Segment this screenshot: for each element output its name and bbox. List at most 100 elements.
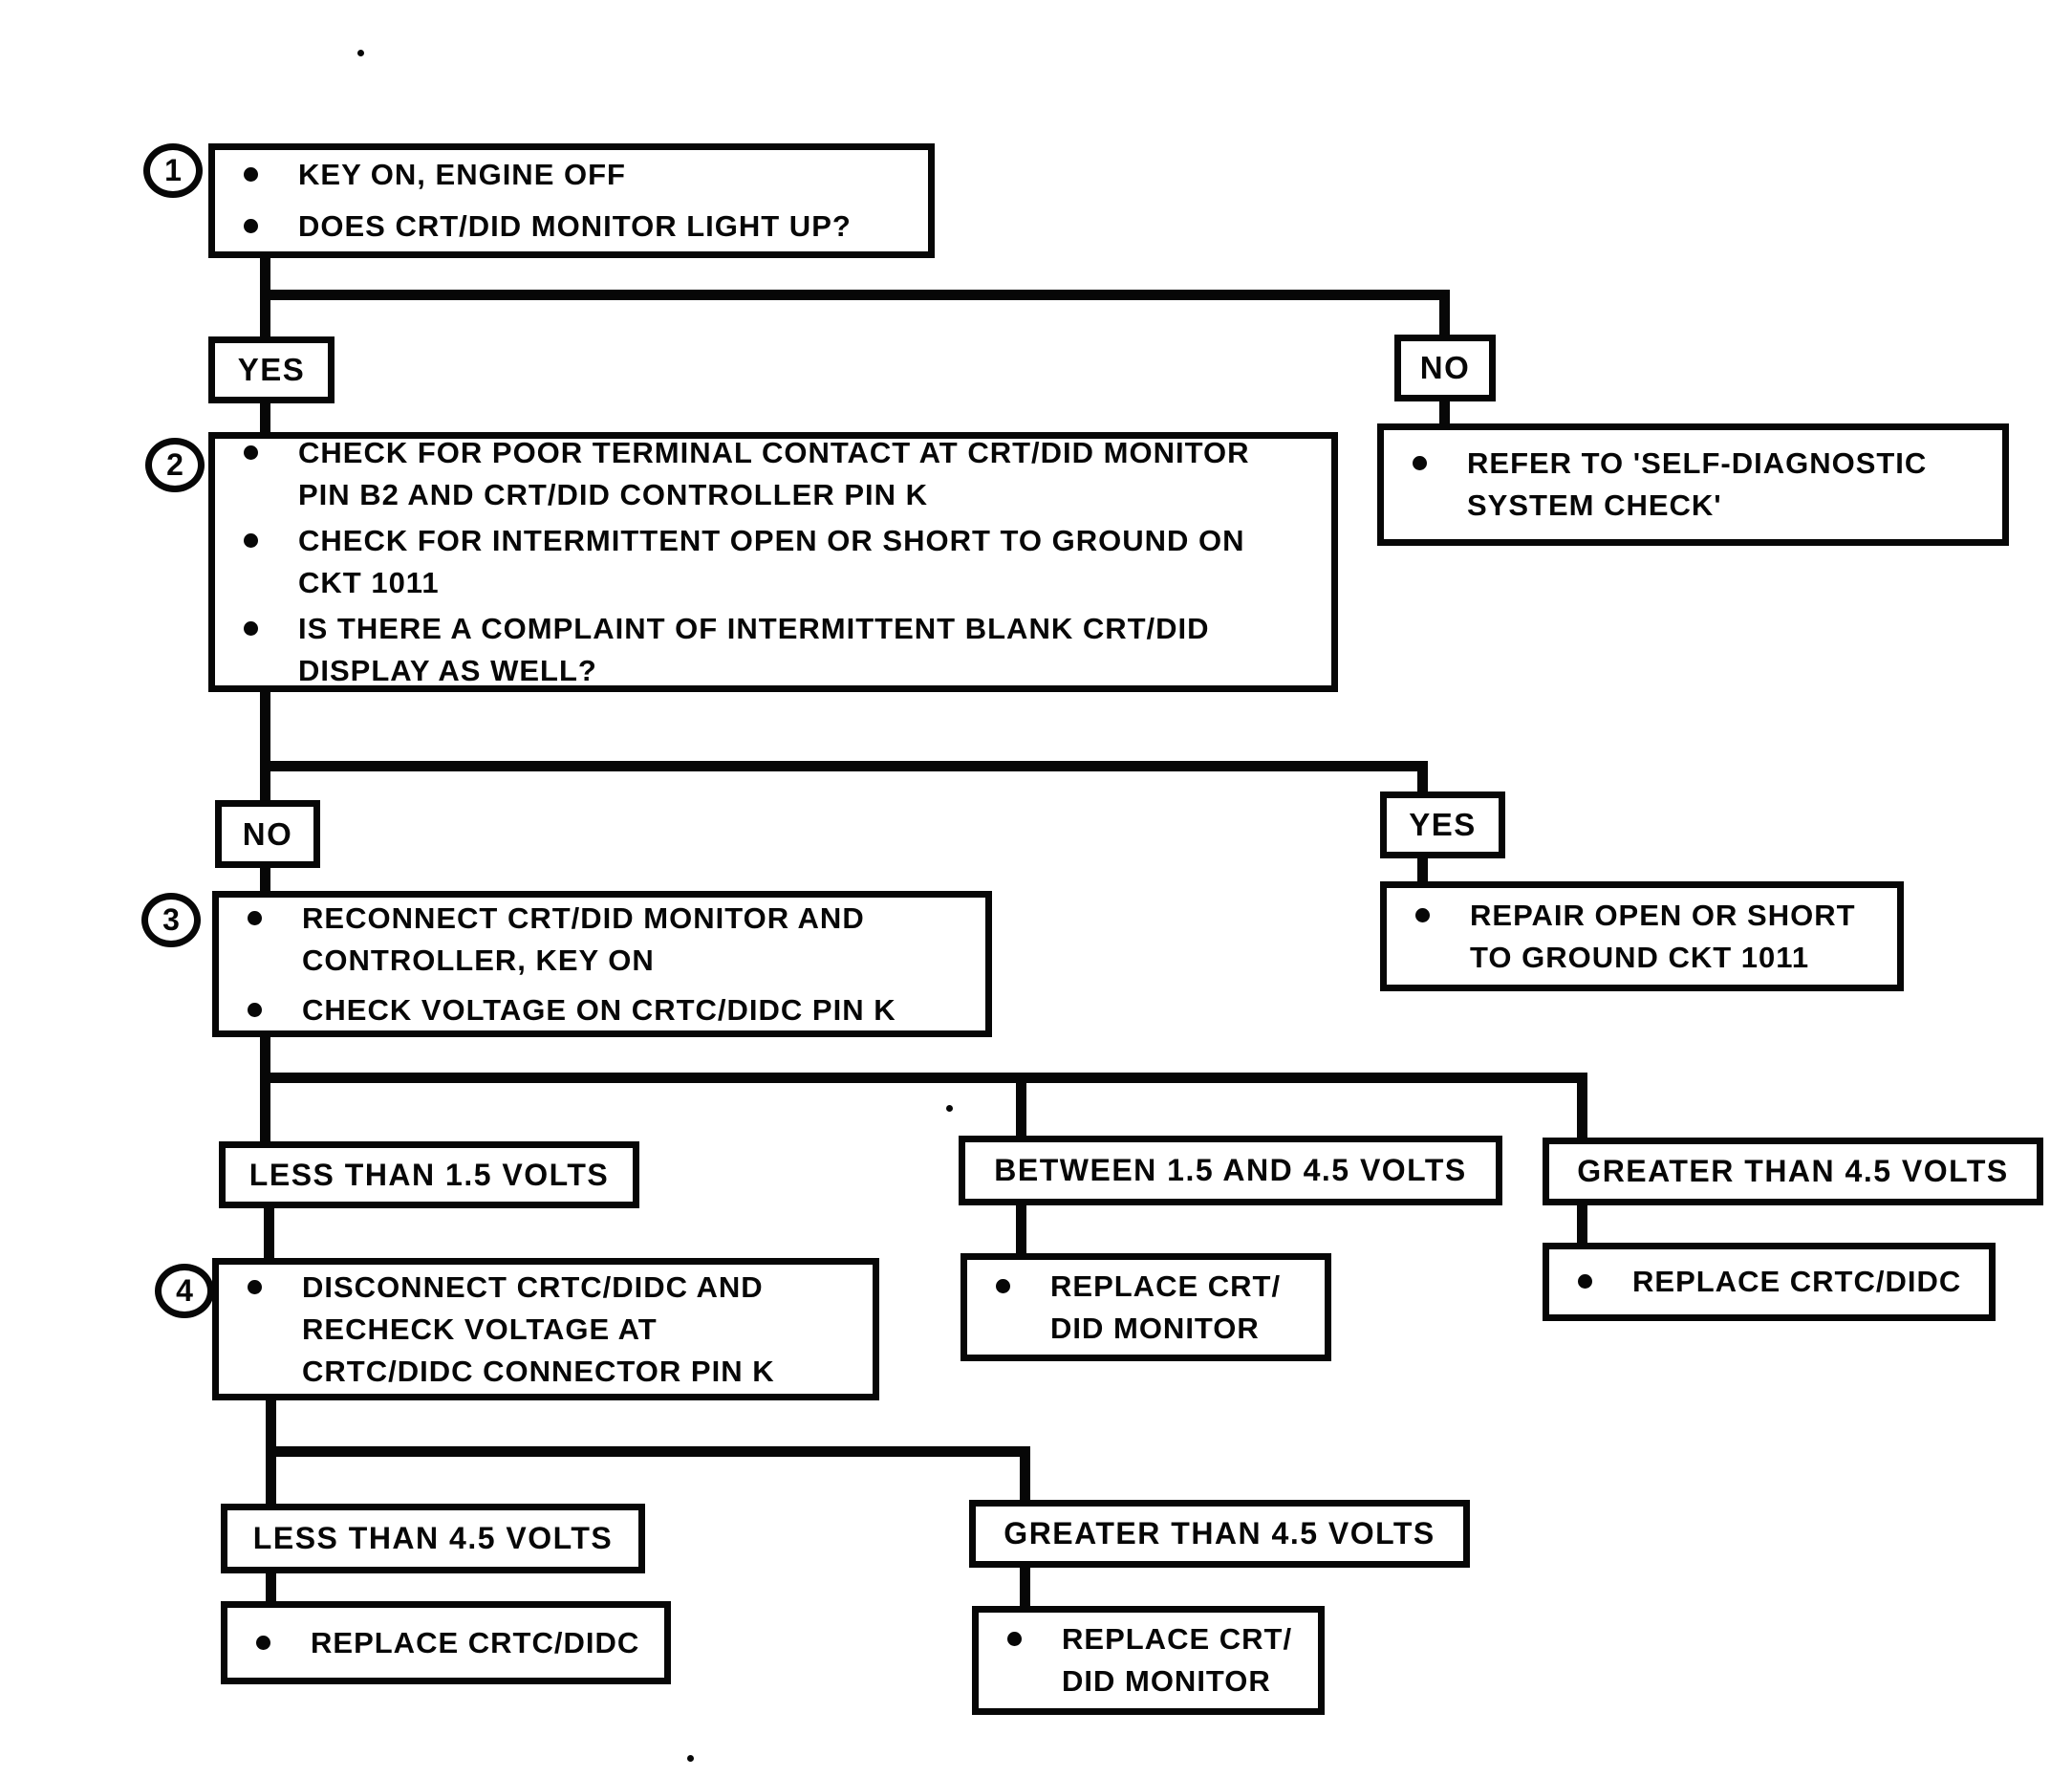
replace-crt-did-monitor-box-bottom: REPLACE CRT/ DID MONITOR	[972, 1606, 1325, 1715]
list-item: IS THERE A COMPLAINT OF INTERMITTENT BLA…	[215, 608, 1318, 692]
branch-label-greater-than-4-5-volts-bottom: GREATER THAN 4.5 VOLTS	[969, 1500, 1470, 1568]
step-2-bullet-3: IS THERE A COMPLAINT OF INTERMITTENT BLA…	[298, 612, 1210, 687]
bullet-icon	[244, 219, 258, 233]
branch-label-yes-1: YES	[208, 336, 335, 403]
repair-ckt1011-box: REPAIR OPEN OR SHORT TO GROUND CKT 1011	[1380, 881, 1904, 991]
step-1-box: KEY ON, ENGINE OFF DOES CRT/DID MONITOR …	[208, 143, 935, 258]
connector-step3-to-greater	[1577, 1073, 1587, 1142]
step-3-box: RECONNECT CRT/DID MONITOR AND CONTROLLER…	[212, 891, 992, 1037]
scan-speck	[946, 1105, 953, 1112]
step-4-box: DISCONNECT CRTC/DIDC AND RECHECK VOLTAGE…	[212, 1258, 879, 1400]
connector-step1-branch-h	[260, 290, 1450, 300]
connector-step4-to-greater-bottom	[1020, 1446, 1030, 1506]
connector-greater-bottom-to-replace-monitor	[1020, 1564, 1030, 1612]
step-2-number-badge: 2	[145, 438, 205, 492]
step-2-bullet-1: CHECK FOR POOR TERMINAL CONTACT AT CRT/D…	[298, 436, 1250, 511]
bullet-icon	[1413, 456, 1427, 470]
list-item: REFER TO 'SELF-DIAGNOSTIC SYSTEM CHECK'	[1384, 443, 1989, 527]
list-item: REPLACE CRTC/DIDC	[1549, 1261, 1975, 1303]
repair-text: REPAIR OPEN OR SHORT TO GROUND CKT 1011	[1470, 898, 1856, 974]
step-2-box: CHECK FOR POOR TERMINAL CONTACT AT CRT/D…	[208, 432, 1338, 692]
bullet-icon	[1415, 907, 1430, 922]
step-3-bullet-1: RECONNECT CRT/DID MONITOR AND CONTROLLER…	[302, 900, 865, 977]
bullet-icon	[996, 1278, 1010, 1293]
replace-crtc-didc-box-bottom: REPLACE CRTC/DIDC	[221, 1601, 671, 1684]
bullet-icon	[244, 167, 258, 182]
bullet-icon	[256, 1635, 270, 1650]
list-item: DISCONNECT CRTC/DIDC AND RECHECK VOLTAGE…	[219, 1267, 859, 1393]
branch-label-greater-than-4-5-volts-top: GREATER THAN 4.5 VOLTS	[1543, 1138, 2043, 1205]
replace-crtc-didc-text: REPLACE CRTC/DIDC	[311, 1625, 640, 1659]
connector-step3-branch-h	[260, 1073, 1587, 1083]
bullet-icon	[244, 533, 258, 548]
connector-yes1-to-step2	[260, 401, 270, 440]
step-1-bullet-1: KEY ON, ENGINE OFF	[298, 158, 626, 191]
list-item: REPAIR OPEN OR SHORT TO GROUND CKT 1011	[1387, 895, 1884, 979]
connector-step1-trunk	[260, 254, 270, 346]
connector-between-to-replace-monitor	[1016, 1202, 1026, 1259]
branch-label-yes-2: YES	[1380, 791, 1505, 858]
step-number: 1	[164, 153, 182, 187]
bullet-icon	[244, 445, 258, 460]
branch-label-text: NO	[1419, 350, 1471, 385]
branch-label-text: YES	[1409, 807, 1477, 842]
step-1-number-badge: 1	[143, 143, 203, 198]
bullet-icon	[1578, 1274, 1592, 1289]
branch-label-text: YES	[237, 352, 306, 387]
connector-step1-to-no	[1439, 290, 1450, 341]
branch-label-no-1: NO	[1394, 335, 1496, 401]
replace-monitor-text: REPLACE CRT/ DID MONITOR	[1062, 1622, 1293, 1698]
scan-speck	[687, 1755, 694, 1762]
branch-label-less-than-1-5-volts: LESS THAN 1.5 VOLTS	[219, 1141, 639, 1208]
list-item: CHECK FOR INTERMITTENT OPEN OR SHORT TO …	[215, 520, 1318, 604]
step-2-bullet-2: CHECK FOR INTERMITTENT OPEN OR SHORT TO …	[298, 524, 1245, 599]
branch-label-no-2: NO	[215, 800, 320, 868]
step-4-bullet-1: DISCONNECT CRTC/DIDC AND RECHECK VOLTAGE…	[302, 1269, 775, 1388]
list-item: RECONNECT CRT/DID MONITOR AND CONTROLLER…	[219, 898, 972, 982]
branch-label-less-than-4-5-volts: LESS THAN 4.5 VOLTS	[221, 1504, 645, 1573]
branch-label-text: NO	[242, 815, 293, 852]
bullet-icon	[244, 621, 258, 636]
step-1-bullet-2: DOES CRT/DID MONITOR LIGHT UP?	[298, 209, 852, 243]
connector-step2-branch-h	[260, 761, 1428, 771]
connector-less45-to-replace-crtc-bottom	[266, 1570, 276, 1608]
branch-label-text: BETWEEN 1.5 AND 4.5 VOLTS	[994, 1153, 1467, 1187]
list-item: REPLACE CRT/ DID MONITOR	[967, 1266, 1311, 1350]
replace-monitor-text: REPLACE CRT/ DID MONITOR	[1050, 1268, 1282, 1345]
list-item: REPLACE CRTC/DIDC	[227, 1622, 651, 1664]
step-number: 4	[176, 1273, 193, 1308]
step-3-bullet-2: CHECK VOLTAGE ON CRTC/DIDC PIN K	[302, 992, 896, 1027]
connector-step3-to-between	[1016, 1073, 1026, 1140]
list-item: KEY ON, ENGINE OFF	[215, 154, 915, 196]
list-item: DOES CRT/DID MONITOR LIGHT UP?	[215, 206, 915, 248]
branch-label-between-1-5-and-4-5-volts: BETWEEN 1.5 AND 4.5 VOLTS	[959, 1136, 1502, 1205]
refer-self-diagnostic-box: REFER TO 'SELF-DIAGNOSTIC SYSTEM CHECK'	[1377, 423, 2009, 546]
refer-text: REFER TO 'SELF-DIAGNOSTIC SYSTEM CHECK'	[1467, 446, 1928, 522]
connector-no1-to-refer	[1439, 397, 1450, 430]
scan-speck	[357, 50, 364, 56]
branch-label-text: GREATER THAN 4.5 VOLTS	[1577, 1154, 2009, 1188]
step-3-number-badge: 3	[141, 893, 201, 947]
connector-step4-branch-h	[266, 1446, 1030, 1457]
branch-label-text: LESS THAN 4.5 VOLTS	[252, 1521, 614, 1555]
replace-crt-did-monitor-box-mid: REPLACE CRT/ DID MONITOR	[960, 1253, 1331, 1361]
step-number: 3	[162, 902, 180, 937]
bullet-icon	[248, 1002, 262, 1017]
replace-crtc-didc-box-right: REPLACE CRTC/DIDC	[1543, 1243, 1996, 1321]
list-item: CHECK FOR POOR TERMINAL CONTACT AT CRT/D…	[215, 432, 1318, 516]
step-number: 2	[166, 447, 183, 482]
replace-crtc-didc-text: REPLACE CRTC/DIDC	[1632, 1265, 1962, 1298]
connector-step2-to-yes	[1417, 761, 1428, 797]
list-item: REPLACE CRT/ DID MONITOR	[979, 1618, 1305, 1702]
bullet-icon	[248, 1279, 262, 1294]
bullet-icon	[248, 910, 262, 925]
connector-step2-trunk	[260, 686, 270, 806]
connector-yes2-to-repair	[1417, 854, 1428, 887]
bullet-icon	[1007, 1632, 1022, 1646]
connector-no2-to-step3	[260, 863, 270, 896]
branch-label-text: GREATER THAN 4.5 VOLTS	[1004, 1516, 1435, 1550]
connector-greater-to-replace-crtc	[1577, 1202, 1587, 1248]
connector-less15-to-step4	[264, 1204, 274, 1264]
step-4-number-badge: 4	[155, 1264, 214, 1318]
